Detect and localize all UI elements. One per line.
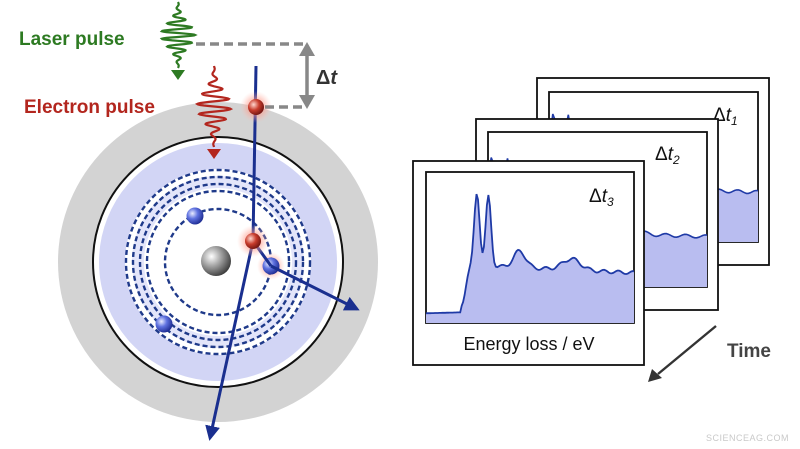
bracket-arrow-down-icon — [299, 95, 315, 109]
electron-pulse-label: Electron pulse — [24, 97, 155, 118]
lavender-shell-band — [99, 143, 337, 381]
bound-electron-2 — [155, 315, 173, 333]
time-label: Time — [727, 341, 771, 362]
laser-wave — [159, 1, 198, 69]
electron-wave — [194, 65, 234, 148]
laser-arrow-icon — [171, 70, 185, 80]
time-arrow-head-icon — [648, 369, 662, 382]
electron-arrow-icon — [207, 149, 221, 159]
delta-t-label: Δt — [316, 67, 338, 89]
spectrum-frame-3: Δt3 Energy loss / eV — [412, 160, 645, 366]
delta-t-bracket — [196, 42, 315, 109]
frame-2-dt-label: Δt2 — [655, 144, 680, 167]
pulse-electron — [248, 99, 264, 115]
scattering-electron — [245, 233, 261, 249]
bound-electron-1 — [186, 207, 204, 225]
watermark: SCIENCEAG.COM — [706, 433, 789, 443]
inner-lavender-band — [132, 176, 304, 348]
orbit-rings — [124, 168, 312, 356]
frame-3-spectrum-line — [426, 193, 634, 315]
atom — [58, 102, 378, 422]
frame-3-spectrum-fill — [426, 194, 634, 323]
frame-3-dt-label: Δt3 — [589, 186, 614, 209]
bracket-arrow-up-icon — [299, 42, 315, 56]
nucleus — [201, 246, 231, 276]
time-arrow — [648, 325, 717, 382]
energy-loss-label: Energy loss / eV — [463, 334, 594, 354]
laser-pulse-label: Laser pulse — [19, 29, 125, 50]
